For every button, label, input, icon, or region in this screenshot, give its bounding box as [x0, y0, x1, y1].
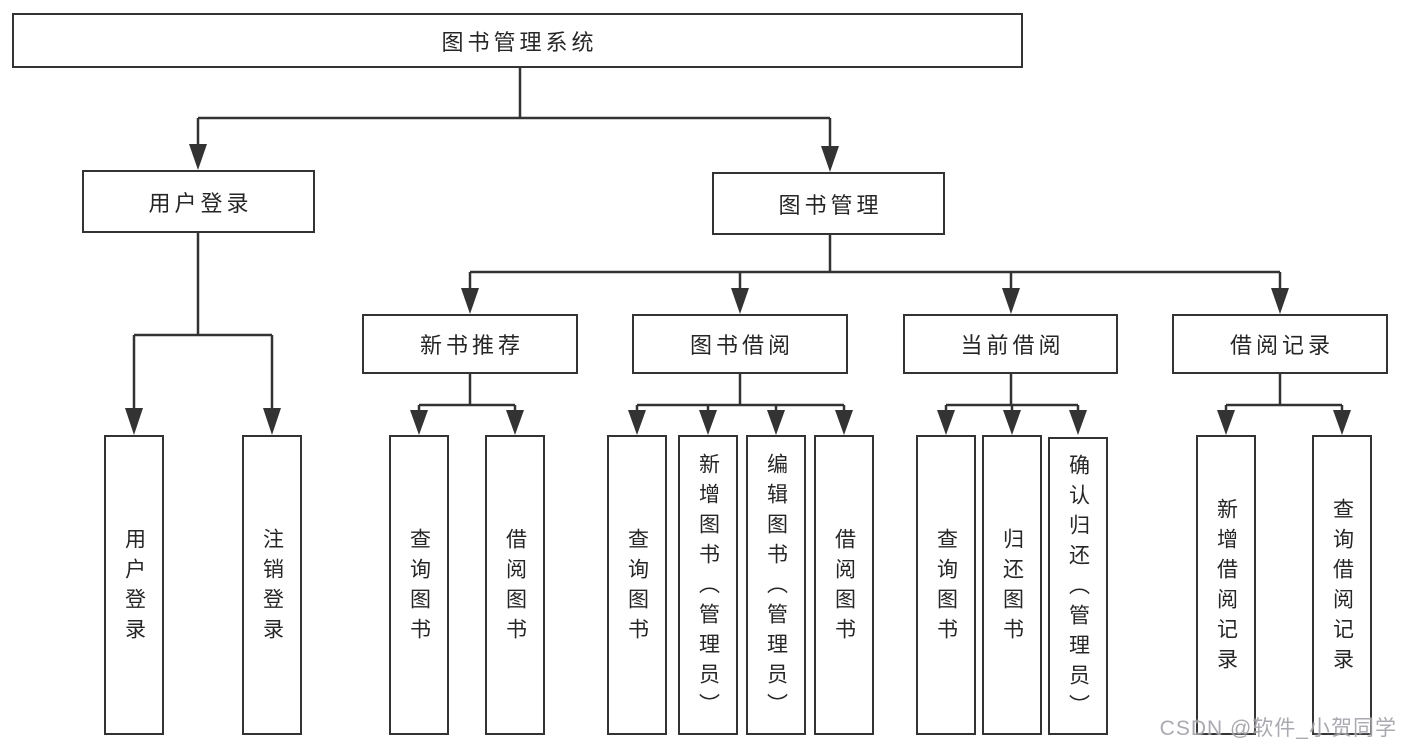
mid-borrow-records: 借阅记录	[1172, 314, 1388, 374]
leaf-label: 编辑图书（管理员）	[764, 453, 788, 723]
leaf-label: 查询借阅记录	[1330, 498, 1354, 678]
branch-label: 用户登录	[148, 190, 253, 216]
leaf-query-books-recommend: 查询图书	[389, 435, 449, 735]
leaf-label: 新增图书（管理员）	[696, 453, 720, 723]
leaf-label: 新增借阅记录	[1214, 498, 1238, 678]
leaf-confirm-return-admin: 确认归还（管理员）	[1048, 437, 1108, 735]
arrowheads	[125, 144, 1351, 435]
leaf-label: 查询图书	[625, 528, 649, 648]
leaf-label: 确认归还（管理员）	[1066, 454, 1090, 724]
leaf-query-borrow-record: 查询借阅记录	[1312, 435, 1372, 735]
branch-user-login: 用户登录	[82, 170, 315, 233]
module-label: 借阅记录	[1229, 333, 1334, 358]
module-label: 当前借阅	[960, 333, 1065, 358]
module-label: 图书借阅	[689, 333, 794, 358]
branch-book-management: 图书管理	[712, 172, 945, 235]
branch-label: 图书管理	[778, 192, 883, 218]
leaf-user-login: 用户登录	[104, 435, 164, 735]
leaf-add-book-admin: 新增图书（管理员）	[678, 435, 738, 735]
leaf-label: 查询图书	[934, 528, 958, 648]
root-node: 图书管理系统	[12, 13, 1023, 68]
leaf-query-books-borrow: 查询图书	[607, 435, 667, 735]
leaf-label: 借阅图书	[832, 528, 856, 648]
leaf-label: 借阅图书	[503, 528, 527, 648]
leaf-label: 归还图书	[1000, 528, 1024, 648]
mid-new-book-recommend: 新书推荐	[362, 314, 578, 374]
leaf-label: 注销登录	[260, 528, 284, 648]
leaf-borrow-books-recommend: 借阅图书	[485, 435, 545, 735]
leaf-edit-book-admin: 编辑图书（管理员）	[746, 435, 806, 735]
leaf-label: 用户登录	[122, 528, 146, 648]
mid-book-borrow: 图书借阅	[632, 314, 848, 374]
leaf-return-book: 归还图书	[982, 435, 1042, 735]
leaf-label: 查询图书	[407, 528, 431, 648]
root-node-label: 图书管理系统	[441, 29, 598, 55]
mid-current-borrow: 当前借阅	[903, 314, 1118, 374]
leaf-logout: 注销登录	[242, 435, 302, 735]
leaf-borrow-books: 借阅图书	[814, 435, 874, 735]
leaf-add-borrow-record: 新增借阅记录	[1196, 435, 1256, 735]
module-label: 新书推荐	[419, 333, 524, 358]
watermark: CSDN @软件_小贺同学	[1159, 717, 1397, 740]
leaf-query-books-current: 查询图书	[916, 435, 976, 735]
